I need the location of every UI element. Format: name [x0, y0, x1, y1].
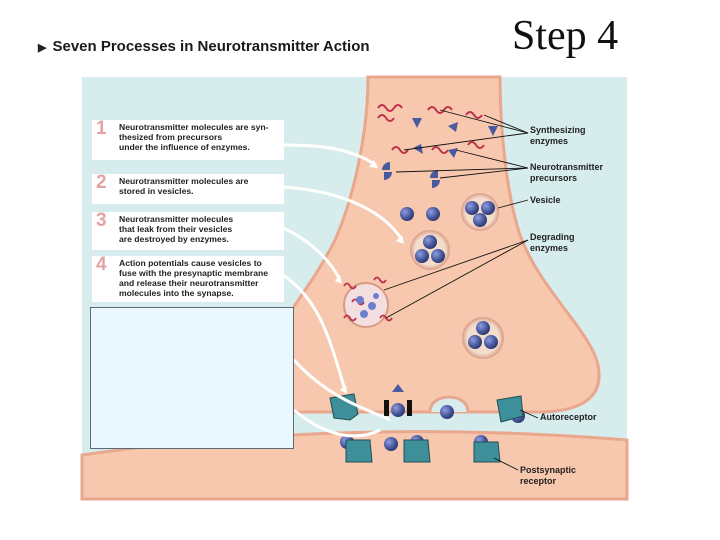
- autoreceptors: [329, 393, 524, 423]
- label-postsynaptic-receptor: Postsynaptic receptor: [520, 465, 577, 486]
- vesicle: [343, 282, 389, 328]
- fusion-pore: [428, 395, 470, 413]
- synthesizing-enzymes: [377, 104, 485, 154]
- step-number: 1: [96, 118, 107, 139]
- label-degrading-enzymes: Degrading enzymes: [530, 232, 575, 253]
- postsynaptic-receptors: [345, 439, 501, 463]
- label-autoreceptor: Autoreceptor: [540, 412, 597, 422]
- step-3: 3 Neurotransmitter molecules that leak f…: [92, 210, 284, 250]
- label-synthesizing-enzymes: Synthesizing enzymes: [530, 125, 586, 146]
- figure-title-text: Seven Processes in Neurotransmitter Acti…: [52, 38, 370, 55]
- figure-title: ▶ Seven Processes in Neurotransmitter Act…: [38, 38, 370, 55]
- process-arrowheads: [335, 160, 404, 394]
- step-text: Action potentials cause vesicles to fuse…: [119, 258, 268, 298]
- step-2: 2 Neurotransmitter molecules are stored …: [92, 172, 284, 204]
- bullet-triangle-icon: ▶: [38, 42, 47, 54]
- step-number: 3: [96, 210, 107, 231]
- label-neurotransmitter-precursors: Neurotransmitter precursors: [530, 162, 604, 183]
- step-number: 4: [96, 254, 107, 275]
- step-number: 2: [96, 172, 107, 193]
- slide-title: Step 4: [512, 13, 619, 59]
- label-leaders: [383, 109, 539, 471]
- step-1: 1 Neurotransmitter molecules are syn- th…: [92, 118, 284, 160]
- vesicles: [343, 193, 504, 359]
- release-channel: [384, 384, 412, 416]
- step-text: Neurotransmitter molecules are syn- thes…: [119, 122, 269, 152]
- cover-box: [90, 307, 294, 449]
- degraded-molecules: [356, 293, 379, 318]
- step-4: 4 Action potentials cause vesicles to fu…: [92, 254, 284, 302]
- process-arrows: [282, 143, 404, 438]
- step-text: Neurotransmitter molecules that leak fro…: [119, 214, 234, 244]
- label-vesicle: Vesicle: [530, 195, 561, 205]
- neurotransmitter-precursors: [382, 118, 498, 188]
- step-text: Neurotransmitter molecules are stored in…: [119, 176, 249, 196]
